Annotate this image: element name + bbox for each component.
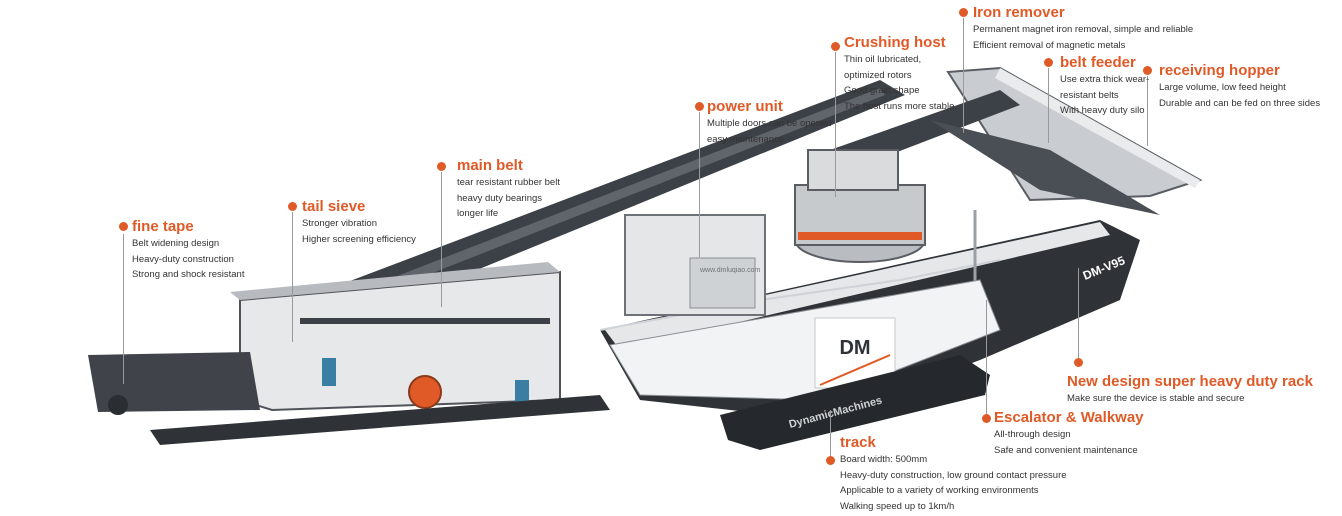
callout-line: resistant belts: [1060, 89, 1119, 101]
leader-main-belt: [441, 172, 442, 307]
callout-line: tear resistant rubber belt: [457, 177, 560, 188]
callout-line: Safe and convenient maintenance: [994, 444, 1138, 456]
callout-title: tail sieve: [302, 198, 366, 215]
callout-line: Efficient removal of magnetic metals: [973, 39, 1126, 51]
marker-dot: [959, 8, 968, 17]
leader-iron-remover: [963, 18, 964, 133]
marker-dot: [437, 162, 446, 171]
callout-belt-feeder: belt feeder Use extra thick wear- resist…: [1060, 54, 1149, 119]
website-label: www.dmluqiao.com: [699, 267, 760, 274]
callout-tail-sieve: tail sieve Stronger vibration Higher scr…: [302, 198, 416, 247]
marker-dot: [288, 202, 297, 211]
marker-dot: [695, 102, 704, 111]
callout-line: Belt widening design: [132, 238, 220, 249]
marker-dot: [982, 414, 991, 423]
marker-dot: [1143, 66, 1152, 75]
callout-line: Applicable to a variety of working envir…: [840, 485, 1039, 496]
fine-tape-shape: [88, 352, 260, 412]
callout-title: New design super heavy duty rack: [1067, 373, 1313, 390]
callout-line: Higher screening efficiency: [302, 233, 416, 245]
callout-title: main belt: [457, 157, 523, 174]
callout-heavy-duty-rack: New design super heavy duty rack Make su…: [1067, 373, 1313, 407]
callout-title: Crushing host: [844, 34, 946, 51]
leader-crushing-host: [835, 52, 836, 197]
brand-logo: DM: [839, 337, 870, 359]
callout-line: Permanent magnet iron removal, simple an…: [973, 24, 1194, 35]
callout-escalator-walkway: Escalator & Walkway All-through design S…: [994, 409, 1144, 458]
callout-line: Board width: 500mm: [840, 454, 928, 465]
callout-title: track: [840, 434, 876, 451]
leader-tail-sieve: [292, 212, 293, 342]
callout-line: Durable and can be fed on three sides: [1159, 97, 1321, 109]
callout-crushing-host: Crushing host Thin oil lubricated, optim…: [844, 34, 954, 114]
callout-line: heavy duty bearings: [457, 192, 543, 204]
callout-title: fine tape: [132, 218, 194, 235]
leader-receiving-hopper: [1147, 76, 1148, 146]
callout-line: Good grain shape: [844, 85, 920, 96]
callout-line: With heavy duty silo: [1060, 105, 1145, 116]
callout-line: Walking speed up to 1km/h: [840, 500, 955, 512]
marker-dot: [1074, 358, 1083, 367]
callout-line: Thin oil lubricated,: [844, 54, 922, 65]
callout-line: Stronger vibration: [302, 218, 377, 229]
callout-fine-tape: fine tape Belt widening design Heavy-dut…: [132, 218, 244, 283]
track-shape: [720, 355, 990, 450]
crushing-host-shape: [807, 149, 899, 191]
leader-fine-tape: [123, 234, 124, 384]
callout-title: power unit: [707, 98, 783, 115]
callout-line: The host runs more stable: [844, 100, 955, 112]
marker-dot: [831, 42, 840, 51]
callout-line: longer life: [457, 208, 499, 219]
marker-dot: [119, 222, 128, 231]
leader-track: [830, 410, 831, 465]
callout-line: Multiple doors can be opened: [707, 118, 832, 129]
leader-belt-feeder: [1048, 68, 1049, 143]
callout-main-belt: main belt tear resistant rubber belt hea…: [457, 157, 560, 222]
callout-title: receiving hopper: [1159, 62, 1280, 79]
marker-dot: [1044, 58, 1053, 67]
callout-line: Heavy-duty construction: [132, 253, 234, 265]
leader-escalator-walkway: [986, 300, 987, 420]
callout-line: Strong and shock resistant: [132, 269, 245, 280]
callout-track: track Board width: 500mm Heavy-duty cons…: [840, 434, 1067, 514]
leader-power-unit: [699, 112, 700, 257]
callout-line: Heavy-duty construction, low ground cont…: [840, 469, 1067, 481]
callout-line: Make sure the device is stable and secur…: [1067, 393, 1245, 404]
callout-iron-remover: Iron remover Permanent magnet iron remov…: [973, 4, 1193, 53]
callout-line: Use extra thick wear-: [1060, 74, 1150, 85]
callout-line: All-through design: [994, 429, 1071, 440]
callout-line: easy maintenance: [707, 133, 785, 145]
callout-line: Large volume, low feed height: [1159, 82, 1286, 93]
callout-title: Iron remover: [973, 4, 1065, 21]
callout-receiving-hopper: receiving hopper Large volume, low feed …: [1159, 62, 1320, 111]
marker-dot: [826, 456, 835, 465]
callout-power-unit: power unit Multiple doors can be opened …: [707, 98, 832, 147]
callout-line: optimized rotors: [844, 69, 912, 81]
leader-heavy-duty-rack: [1078, 268, 1079, 360]
callout-title: belt feeder: [1060, 54, 1136, 71]
callout-title: Escalator & Walkway: [994, 409, 1144, 426]
